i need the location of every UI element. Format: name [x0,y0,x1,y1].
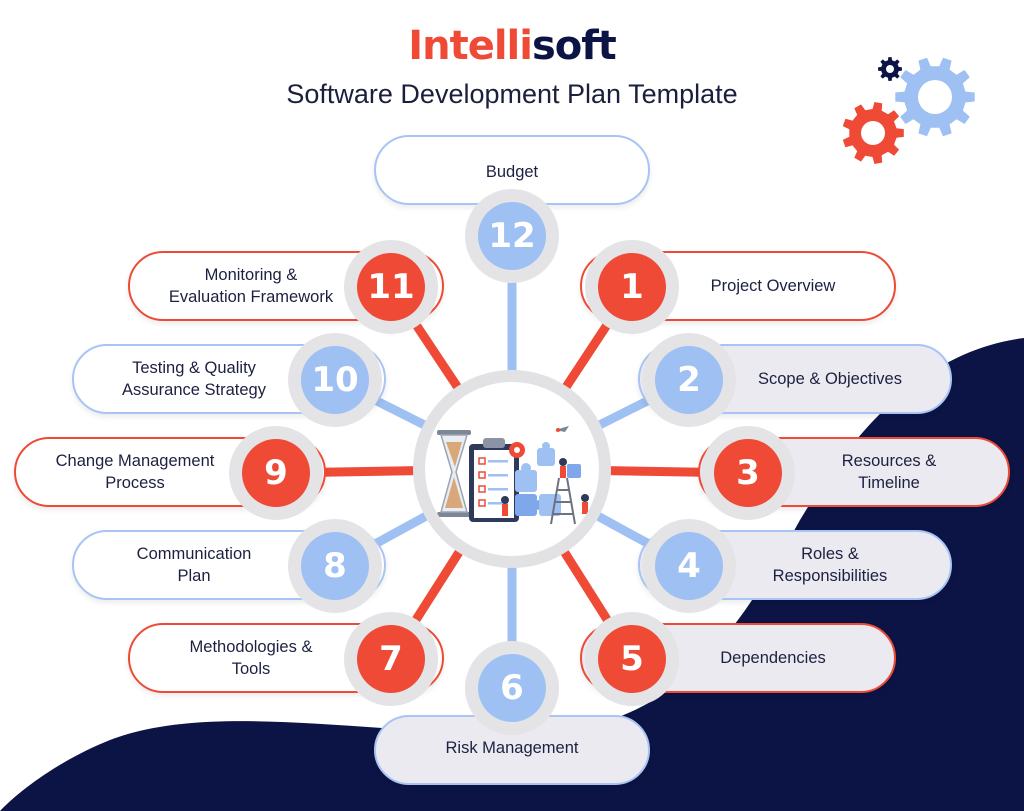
topic-label: Roles & Responsibilities [772,545,888,585]
number-badge-2: 2 [642,333,736,427]
number-badge-7: 7 [344,612,438,706]
topic-label: Project Overview [710,277,836,295]
number-badge-11: 11 [344,240,438,334]
badge-number: 8 [301,532,369,600]
topic-label: Risk Management [445,739,579,757]
number-badge-12: 12 [465,189,559,283]
gear-icon [509,442,525,458]
badge-number: 9 [242,439,310,507]
number-badge-1: 1 [585,240,679,334]
number-badge-10: 10 [288,333,382,427]
page-title: Software Development Plan Template [286,79,738,109]
number-badge-6: 6 [465,641,559,735]
topic-label: Scope & Objectives [758,370,902,388]
topic-label: Testing & Quality Assurance Strategy [122,359,266,399]
badge-number: 4 [655,532,723,600]
badge-number: 12 [478,202,546,270]
brand-logo-part-2: soft [531,23,617,69]
topic-label: Dependencies [720,649,826,667]
topic-pill-6: Risk Management [374,715,650,785]
gear-icon [842,102,904,164]
badge-number: 5 [598,625,666,693]
number-badge-9: 9 [229,426,323,520]
center-illustration [425,382,599,556]
badge-number: 10 [301,346,369,414]
number-badge-4: 4 [642,519,736,613]
badge-number: 2 [655,346,723,414]
topic-label: Resources & Timeline [841,452,937,492]
brand-logo: Intellisoft [0,22,1024,70]
badge-number: 7 [357,625,425,693]
center-hub [413,370,611,568]
hourglass-icon [437,430,471,517]
number-badge-5: 5 [585,612,679,706]
badge-number: 3 [714,439,782,507]
topic-label: Communication Plan [136,545,252,585]
number-badge-3: 3 [701,426,795,520]
topic-label: Monitoring & Evaluation Framework [168,266,334,306]
topic-label: Methodologies & Tools [189,638,313,678]
gear-icon [878,57,902,81]
rocket-icon [555,426,569,432]
number-badge-8: 8 [288,519,382,613]
brand-logo-part-1: Intelli [408,23,533,69]
badge-number: 6 [478,654,546,722]
ladder-icon [550,477,576,525]
topic-label: Budget [485,163,539,181]
person-figure [501,458,589,516]
topic-label: Change Management Process [55,452,215,492]
gear-icon [895,57,975,137]
badge-number: 1 [598,253,666,321]
puzzle-icon [515,442,581,516]
badge-number: 11 [357,253,425,321]
